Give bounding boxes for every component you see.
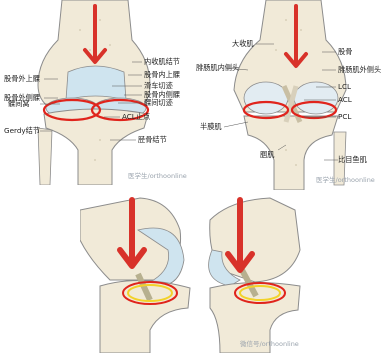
- label-tibial-tuberosity: 胫骨结节: [138, 136, 167, 143]
- label-acl: ACL: [338, 96, 352, 103]
- label-lateral-epicondyle: 股骨外上髁: [4, 75, 40, 82]
- label-gastrocnemius-lateral: 腓肠肌外侧头: [338, 66, 381, 73]
- watermark-back: 医学生/orthoonline: [316, 174, 375, 184]
- label-semimembranosus: 半膜肌: [200, 123, 222, 130]
- label-pcl: PCL: [338, 113, 351, 120]
- label-adductor-magnus: 大收肌: [232, 40, 254, 47]
- sagittal-left: [80, 198, 190, 353]
- sagittal-knee-illustration: [80, 190, 310, 353]
- label-popliteus: 腘肌: [260, 151, 274, 158]
- sagittal-panel: 微信号/orthoonline: [80, 190, 310, 353]
- label-soleus: 比目鱼肌: [338, 156, 367, 163]
- label-lcl: LCL: [338, 83, 351, 90]
- label-gastrocnemius-medial: 腓肠肌内侧头: [196, 64, 239, 71]
- label-acl-insertion: ACL止点: [122, 113, 150, 120]
- back-knee-panel: 大收肌 腓肠肌内侧头 股骨 腓肠肌外侧头 LCL ACL 半膜肌 PCL 腘肌 …: [196, 0, 386, 190]
- label-intercondylar-fossa: 髁间窝: [8, 100, 30, 107]
- label-patellar-groove: 髁间切迹: [144, 99, 173, 106]
- watermark-bottom: 微信号/orthoonline: [240, 338, 299, 348]
- label-adductor-tubercle: 内收肌结节: [144, 58, 180, 65]
- sagittal-right: [209, 198, 300, 353]
- front-knee-panel: 内收肌结节 股骨内上髁 股骨外上髁 滑车切迹 股骨外侧髁 股骨内侧髁 髁间窝 髁…: [0, 0, 190, 185]
- label-medial-epicondyle: 股骨内上髁: [144, 71, 180, 78]
- label-gerdy-tubercle: Gerdy结节: [4, 127, 40, 134]
- label-patellar-notch: 滑车切迹: [144, 82, 173, 89]
- label-femur: 股骨: [338, 48, 352, 55]
- watermark-front: 医学生/orthoonline: [128, 170, 187, 180]
